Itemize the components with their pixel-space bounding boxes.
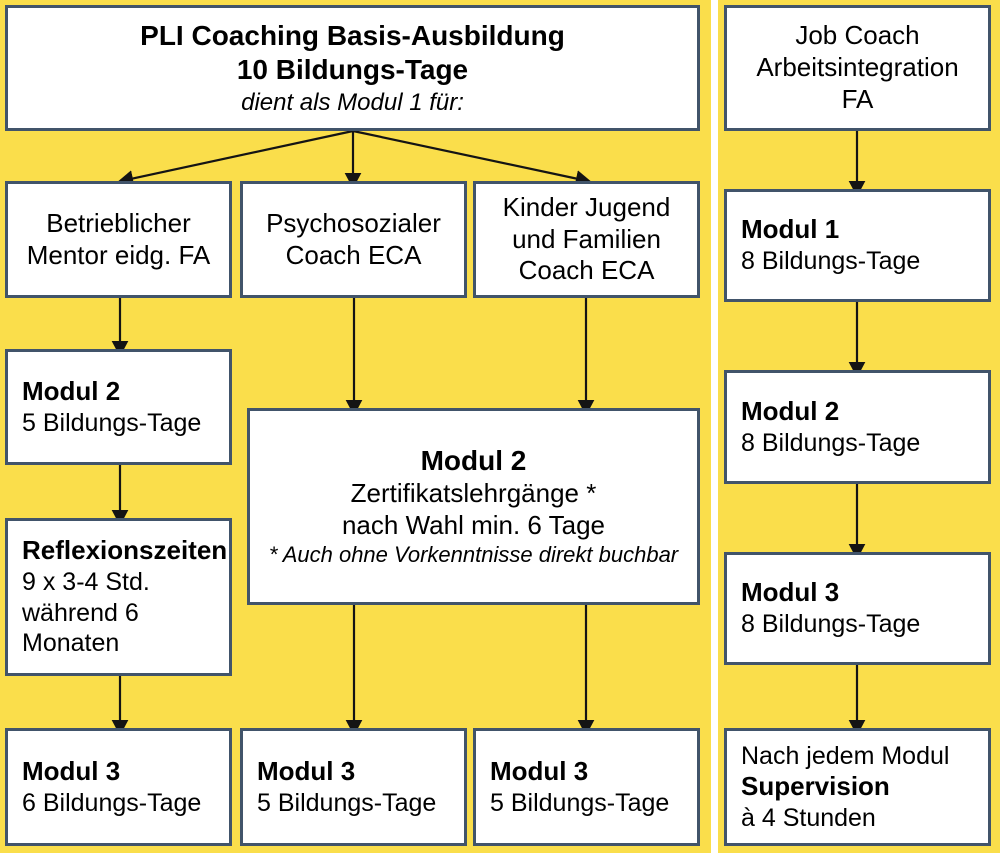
kinder-line-1: Kinder Jugend [502, 191, 671, 222]
psychosozialer-line-2: Coach ECA [285, 239, 422, 270]
box-jobcoach-modul-1[interactable]: Modul 1 8 Bildungs-Tage [724, 189, 991, 302]
box-betrieblicher-modul-3[interactable]: Modul 3 6 Bildungs-Tage [5, 728, 232, 846]
betrieblicher-line-2: Mentor eidg. FA [26, 239, 211, 270]
kjf-modul3-title: Modul 3 [490, 755, 589, 786]
bm-modul2-title: Modul 2 [22, 375, 121, 406]
jobcoach-line-1: Job Coach [795, 20, 920, 51]
box-reflexionszeiten[interactable]: Reflexionszeiten 9 x 3-4 Std. während 6 … [5, 518, 232, 676]
pli-subtitle: dient als Modul 1 für: [241, 88, 464, 116]
box-jobcoach-supervision[interactable]: Nach jedem Modul Supervision à 4 Stunden [724, 728, 991, 846]
reflexionszeiten-detail-3: Monaten [22, 629, 120, 658]
box-pli-basis-ausbildung[interactable]: PLI Coaching Basis-Ausbildung 10 Bildung… [5, 5, 700, 131]
supervision-line-3: à 4 Stunden [741, 803, 876, 832]
box-betrieblicher-modul-2[interactable]: Modul 2 5 Bildungs-Tage [5, 349, 232, 465]
box-jobcoach-modul-3[interactable]: Modul 3 8 Bildungs-Tage [724, 552, 991, 665]
supervision-line-2: Supervision [741, 771, 890, 802]
column-divider [711, 0, 718, 853]
kjf-modul3-detail: 5 Bildungs-Tage [490, 788, 670, 817]
psychosozialer-line-1: Psychosozialer [266, 207, 441, 238]
pli-title-line-1: PLI Coaching Basis-Ausbildung [140, 20, 565, 52]
arrow-pli-to-betrieblicher [117, 129, 354, 187]
reflexionszeiten-detail-1: 9 x 3-4 Std. [22, 568, 150, 597]
reflexionszeiten-title: Reflexionszeiten [22, 535, 228, 566]
shared-modul2-line-3: nach Wahl min. 6 Tage [341, 510, 606, 541]
pli-title-line-2: 10 Bildungs-Tage [236, 54, 469, 86]
jc-modul2-detail: 8 Bildungs-Tage [741, 428, 921, 457]
arrow-pli-to-kinder [352, 129, 592, 187]
jobcoach-line-3: FA [841, 83, 874, 114]
box-jobcoach-modul-2[interactable]: Modul 2 8 Bildungs-Tage [724, 370, 991, 484]
box-betrieblicher-mentor[interactable]: Betrieblicher Mentor eidg. FA [5, 181, 232, 298]
jc-modul1-detail: 8 Bildungs-Tage [741, 247, 921, 276]
box-shared-modul-2[interactable]: Modul 2 Zertifikatslehrgänge * nach Wahl… [247, 408, 700, 605]
shared-modul2-title: Modul 2 [420, 445, 527, 477]
bm-modul2-detail: 5 Bildungs-Tage [22, 408, 202, 437]
box-psychosozialer-coach[interactable]: Psychosozialer Coach ECA [240, 181, 467, 298]
box-job-coach-arbeitsintegration[interactable]: Job Coach Arbeitsintegration FA [724, 5, 991, 131]
jc-modul3-title: Modul 3 [741, 577, 840, 608]
jobcoach-line-2: Arbeitsintegration [756, 52, 959, 83]
supervision-line-1: Nach jedem Modul [741, 741, 950, 770]
box-psychosozialer-modul-3[interactable]: Modul 3 5 Bildungs-Tage [240, 728, 467, 846]
jc-modul3-detail: 8 Bildungs-Tage [741, 610, 921, 639]
box-kinder-modul-3[interactable]: Modul 3 5 Bildungs-Tage [473, 728, 700, 846]
kinder-line-2: und Familien [512, 223, 661, 254]
jc-modul1-title: Modul 1 [741, 214, 840, 245]
betrieblicher-line-1: Betrieblicher [46, 207, 191, 238]
reflexionszeiten-detail-2: während 6 [22, 598, 139, 627]
bm-modul3-detail: 6 Bildungs-Tage [22, 788, 202, 817]
ps-modul3-detail: 5 Bildungs-Tage [257, 788, 437, 817]
kinder-line-3: Coach ECA [518, 255, 655, 286]
ps-modul3-title: Modul 3 [257, 755, 356, 786]
jc-modul2-title: Modul 2 [741, 395, 840, 426]
bm-modul3-title: Modul 3 [22, 755, 121, 786]
shared-modul2-line-2: Zertifikatslehrgänge * [350, 478, 597, 509]
box-kinder-jugend-familien-coach[interactable]: Kinder Jugend und Familien Coach ECA [473, 181, 700, 298]
shared-modul2-footnote: * Auch ohne Vorkenntnisse direkt buchbar [268, 541, 679, 567]
